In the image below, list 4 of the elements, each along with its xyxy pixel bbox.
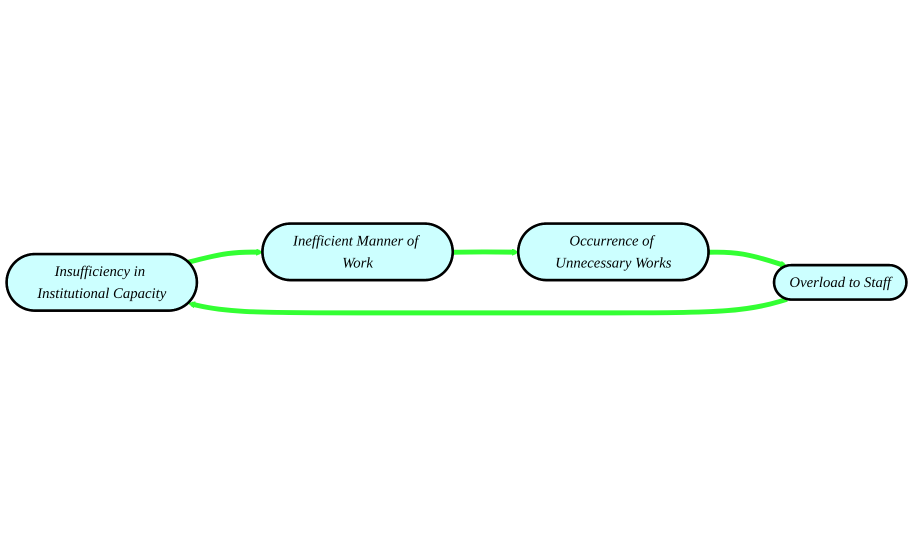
arrow xyxy=(708,250,788,268)
arrow xyxy=(188,297,788,316)
arrow xyxy=(188,248,264,265)
arrow xyxy=(453,248,519,256)
